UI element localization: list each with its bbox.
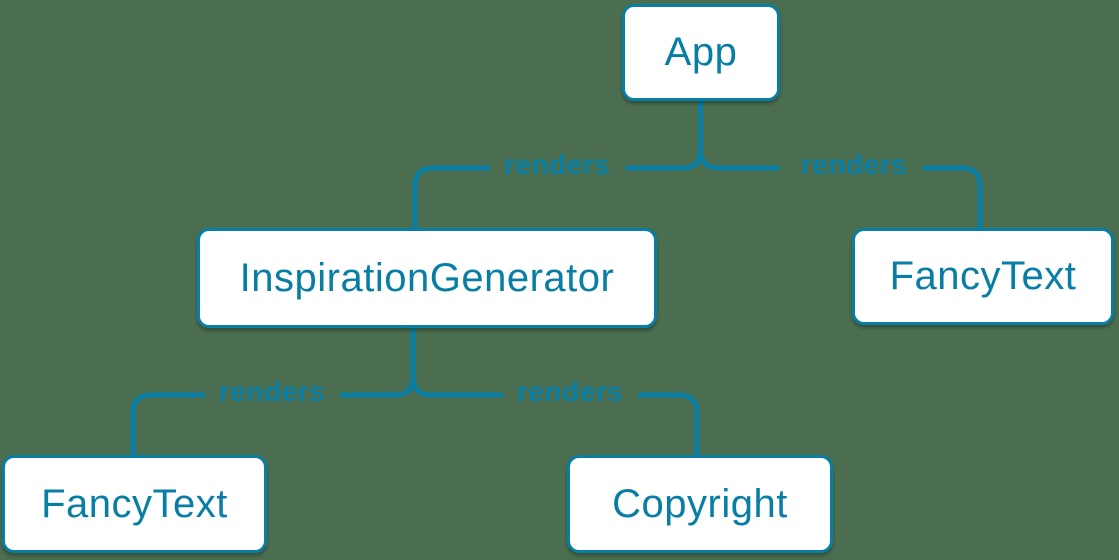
node-fancy-text-top-label: FancyText: [889, 254, 1077, 298]
node-fancy-text-top: FancyText: [852, 228, 1114, 325]
edge-label-renders-ig-copyright: renders: [516, 376, 624, 407]
node-inspiration-generator-label: InspirationGenerator: [239, 255, 615, 300]
node-fancy-text-bottom-label: FancyText: [41, 481, 228, 526]
node-app-label: App: [664, 30, 738, 74]
edge-ig-copyright-right-segment: [410, 326, 503, 398]
node-copyright-label: Copyright: [612, 481, 788, 526]
node-app: App: [622, 4, 780, 101]
edge-ig-copyright-down-segment: [638, 392, 700, 456]
edge-ig-fancytext-down-segment: [130, 392, 205, 456]
edge-label-renders-app-fancytext: renders: [800, 149, 908, 180]
edge-app-inspirationgenerator-down-segment: [412, 165, 490, 229]
edge-app-fancytext-down-segment: [922, 165, 983, 229]
node-fancy-text-bottom: FancyText: [2, 455, 267, 553]
edge-label-renders-app-ig: renders: [503, 149, 611, 180]
edge-label-renders-ig-fancytext: renders: [218, 376, 326, 407]
node-copyright: Copyright: [567, 455, 833, 553]
edge-ig-fancytext-left-segment: [340, 326, 416, 398]
node-inspiration-generator: InspirationGenerator: [197, 228, 657, 328]
edge-app-inspirationgenerator-left-segment: [625, 100, 703, 171]
edge-app-fancytext-right-segment: [698, 100, 780, 171]
